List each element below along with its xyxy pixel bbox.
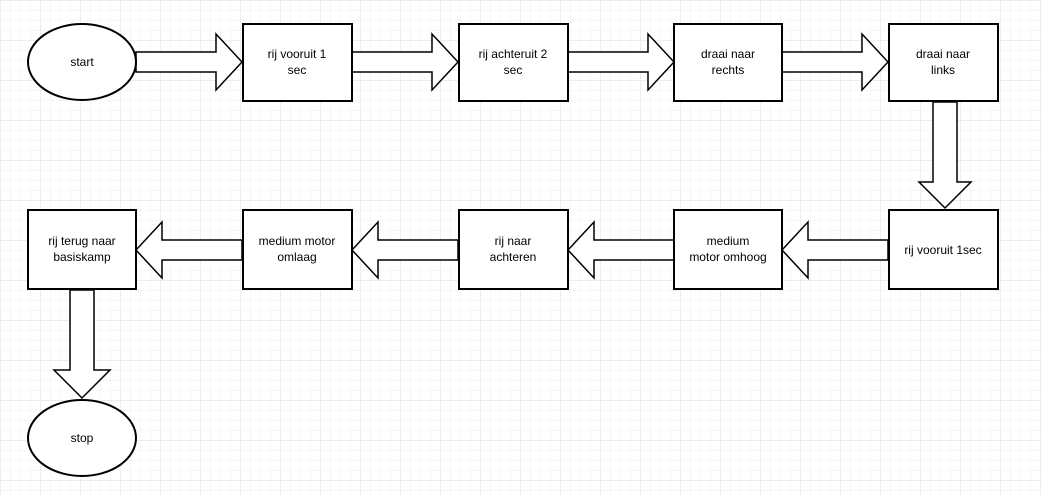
arrow-achteren-to-omlaag xyxy=(350,220,459,280)
arrow-vooruit-to-achteruit xyxy=(351,32,460,92)
node-rij-naar-achteren-line2: achteren xyxy=(490,250,537,264)
node-rij-vooruit-1-sec-line1: rij vooruit 1 xyxy=(268,47,327,61)
node-draai-naar-links: draai naar links xyxy=(888,23,999,102)
node-rij-vooruit-1sec: rij vooruit 1sec xyxy=(888,209,999,290)
node-medium-motor-omhoog: medium motor omhoog xyxy=(673,209,783,290)
node-medium-motor-omhoog-line2: motor omhoog xyxy=(689,250,766,264)
arrow-omhoog-to-achteren xyxy=(566,220,675,280)
node-rij-vooruit-1-sec-line2: sec xyxy=(288,63,307,77)
node-rij-achteruit-2-sec-line2: sec xyxy=(504,63,523,77)
arrow-start-to-vooruit xyxy=(135,32,244,92)
node-rij-terug-naar-basiskamp: rij terug naar basiskamp xyxy=(27,209,137,290)
node-rij-achteruit-2-sec-line1: rij achteruit 2 xyxy=(479,47,548,61)
node-medium-motor-omlaag: medium motor omlaag xyxy=(242,209,353,290)
node-stop: stop xyxy=(27,399,137,477)
node-rij-vooruit-1sec-label: rij vooruit 1sec xyxy=(904,243,981,257)
node-rij-vooruit-1-sec: rij vooruit 1 sec xyxy=(242,23,353,102)
arrow-links-to-vooruit1sec xyxy=(917,101,973,210)
node-draai-naar-rechts: draai naar rechts xyxy=(673,23,783,102)
node-start: start xyxy=(27,23,137,101)
node-rij-naar-achteren-line1: rij naar xyxy=(495,234,532,248)
arrow-achteruit-to-rechts xyxy=(567,32,676,92)
node-stop-label: stop xyxy=(71,431,94,445)
node-draai-naar-rechts-line2: rechts xyxy=(712,63,745,77)
node-start-label: start xyxy=(70,55,94,69)
arrow-omlaag-to-basiskamp xyxy=(134,220,243,280)
arrow-vooruit1sec-to-omhoog xyxy=(780,220,889,280)
node-draai-naar-links-line1: draai naar xyxy=(916,47,970,61)
node-rij-naar-achteren: rij naar achteren xyxy=(458,209,569,290)
node-rij-achteruit-2-sec: rij achteruit 2 sec xyxy=(458,23,569,102)
node-rij-terug-naar-basiskamp-line1: rij terug naar xyxy=(48,234,115,248)
node-medium-motor-omhoog-line1: medium xyxy=(707,234,750,248)
arrow-basiskamp-to-stop xyxy=(52,289,112,400)
node-medium-motor-omlaag-line1: medium motor xyxy=(259,234,336,248)
node-rij-terug-naar-basiskamp-line2: basiskamp xyxy=(53,250,111,264)
node-draai-naar-rechts-line1: draai naar xyxy=(701,47,755,61)
node-medium-motor-omlaag-line2: omlaag xyxy=(277,250,316,264)
node-draai-naar-links-line2: links xyxy=(931,63,955,77)
arrow-rechts-to-links xyxy=(781,32,890,92)
